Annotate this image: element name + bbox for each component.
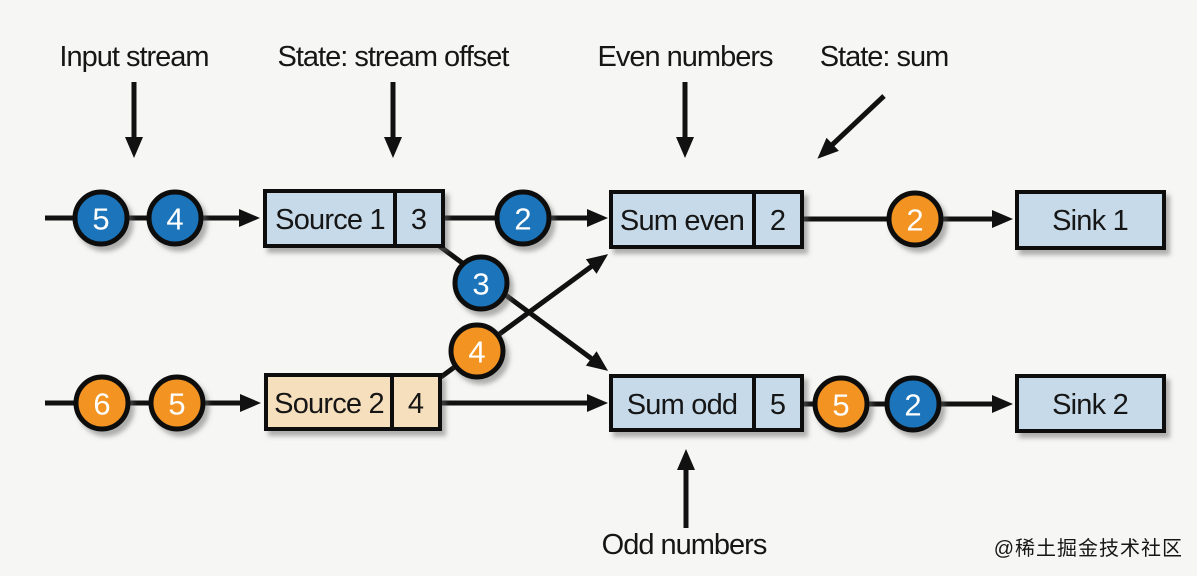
token-sum-odd-out-2-circle — [884, 375, 942, 433]
token-input-bottom-1-circle — [73, 374, 131, 432]
token-input-top-2-value: 4 — [166, 202, 183, 237]
token-source1-out-circle — [494, 189, 552, 247]
arrow-state-sum — [817, 94, 886, 159]
token-input-bottom-1-value: 6 — [93, 387, 110, 422]
node-source2 — [264, 373, 442, 431]
node-sum-even-state-value: 2 — [770, 205, 786, 237]
node-source2-body — [264, 373, 394, 431]
token-to-sum-odd-circle — [452, 254, 510, 312]
token-sum-odd-out-1-circle — [812, 375, 870, 433]
node-sink1-body — [1015, 190, 1166, 250]
token-sum-even-out-circle — [886, 190, 944, 248]
label-state-sum: State: sum — [820, 41, 949, 73]
node-source1-state-value: 3 — [411, 204, 427, 236]
node-sink2-label: Sink 2 — [1052, 389, 1128, 421]
token-input-top-2-circle — [146, 189, 204, 247]
node-sum-even — [609, 190, 804, 249]
watermark: @稀土掘金技术社区 — [994, 537, 1183, 560]
node-sum-odd-state-value: 5 — [770, 389, 786, 421]
label-even-numbers: Even numbers — [598, 41, 773, 73]
token-source1-out-value: 2 — [514, 202, 531, 237]
node-sink1-label: Sink 1 — [1052, 205, 1128, 237]
node-sink2 — [1015, 374, 1166, 433]
node-sum-odd-state-cell — [752, 374, 804, 432]
node-source2-state-value: 4 — [408, 388, 424, 420]
token-input-top-1-value: 5 — [92, 202, 109, 237]
node-source2-state-cell — [390, 373, 442, 431]
label-state-stream-offset: State: stream offset — [278, 41, 510, 73]
token-sum-odd-out-2-value: 2 — [904, 388, 921, 423]
token-to-sum-even-circle — [448, 322, 506, 380]
token-sum-odd-out-1-value: 5 — [832, 388, 849, 423]
node-source2-label: Source 2 — [274, 388, 384, 420]
node-sink1 — [1015, 190, 1166, 250]
label-odd-numbers: Odd numbers — [602, 529, 767, 561]
token-to-sum-even-value: 4 — [468, 335, 485, 370]
node-sink2-body — [1015, 374, 1166, 433]
node-sum-odd — [609, 374, 804, 432]
node-sum-even-label: Sum even — [620, 205, 744, 237]
node-sum-even-state-cell — [752, 190, 804, 249]
node-sum-odd-label: Sum odd — [627, 389, 737, 421]
token-sum-even-out-value: 2 — [906, 203, 923, 238]
node-source1-label: Source 1 — [275, 204, 385, 236]
node-source1 — [263, 189, 445, 248]
token-to-sum-odd-value: 3 — [472, 267, 489, 302]
token-input-bottom-2-value: 5 — [168, 387, 185, 422]
token-input-top-1-circle — [72, 189, 130, 247]
token-input-bottom-2-circle — [148, 374, 206, 432]
label-input-stream: Input stream — [59, 41, 208, 73]
node-source1-state-cell — [393, 189, 445, 248]
